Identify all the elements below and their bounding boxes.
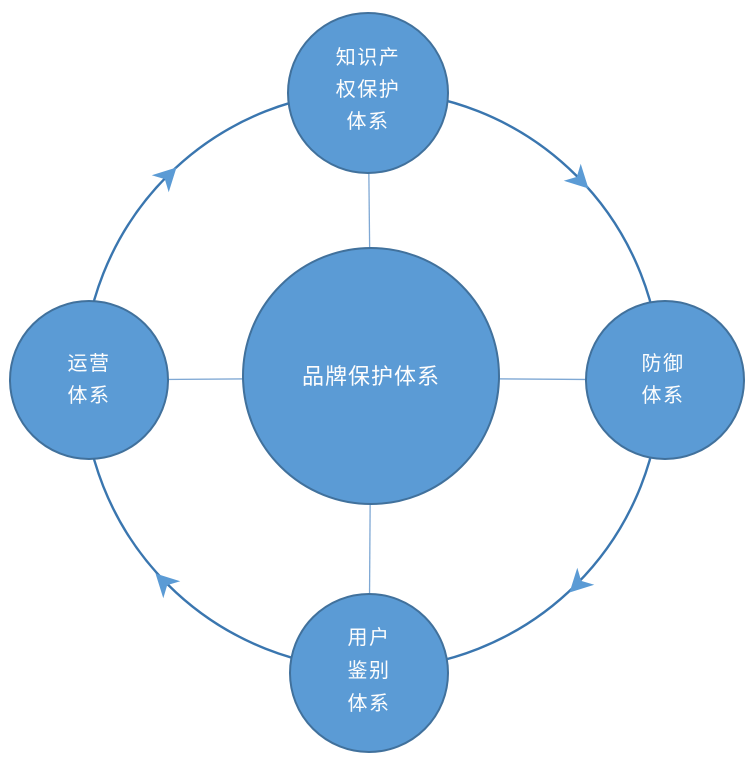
right-node-circle (585, 300, 745, 460)
center-node-circle (242, 247, 500, 505)
node-right-defense: 防御 体系 (585, 300, 745, 460)
node-center-brand-protection: 品牌保护体系 (242, 247, 500, 505)
bottom-node-label-line-2: 鉴别 (348, 658, 391, 682)
cycle-arrow-top-right-icon (563, 163, 589, 189)
cycle-arrow-bottom-left-icon (155, 573, 181, 599)
bottom-node-label-line-1: 用户 (348, 625, 391, 649)
bottom-node-label-line-3: 体系 (348, 691, 391, 715)
left-node-label-line-2: 体系 (68, 383, 111, 407)
left-node-circle (9, 300, 169, 460)
top-node-label-line-2: 权保护 (336, 77, 401, 101)
cycle-arrow-bottom-right-icon (569, 567, 595, 593)
node-top-ip-protection: 知识产 权保护 体系 (287, 12, 449, 174)
node-left-operations: 运营 体系 (9, 300, 169, 460)
top-node-circle (287, 12, 449, 174)
top-node-label-line-1: 知识产 (336, 45, 401, 69)
center-node-label: 品牌保护体系 (302, 365, 440, 390)
bottom-node-circle (289, 593, 449, 753)
top-node-label-line-3: 体系 (347, 109, 390, 133)
node-bottom-user-identification: 用户 鉴别 体系 (289, 593, 449, 753)
right-node-label-line-1: 防御 (642, 351, 685, 375)
left-node-label-line-1: 运营 (68, 351, 111, 375)
cycle-arrow-top-left-icon (151, 167, 177, 193)
right-node-label-line-2: 体系 (642, 383, 685, 407)
